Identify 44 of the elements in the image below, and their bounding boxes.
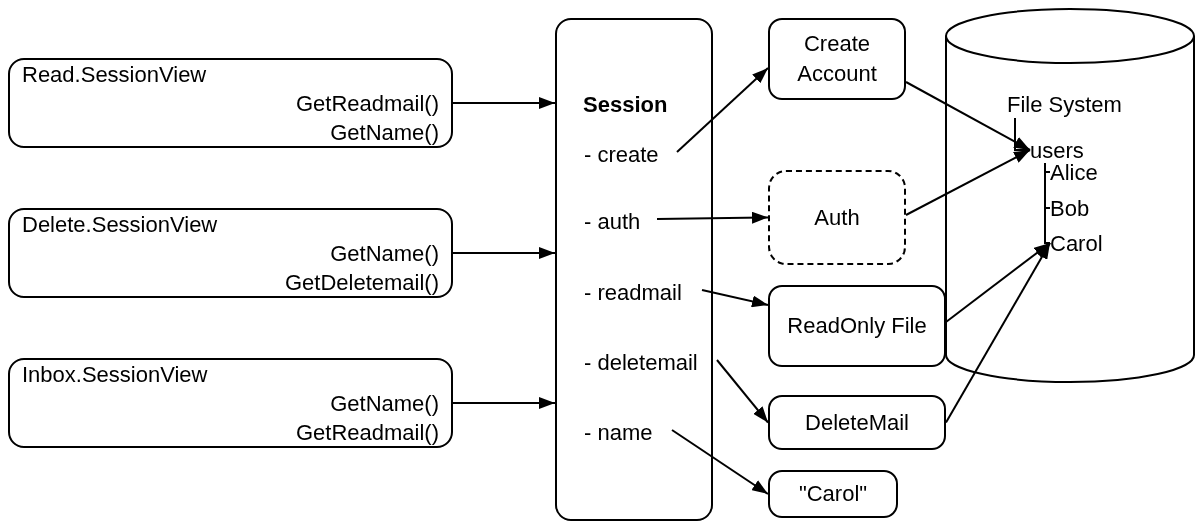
arrow (905, 149, 1031, 216)
method-label: GetReadmail() (295, 418, 439, 447)
capability-box (768, 395, 946, 450)
arrow (701, 289, 769, 308)
user-label: Bob (1050, 195, 1100, 221)
method-label: GetName() (330, 118, 439, 147)
arrow (452, 397, 556, 409)
method-label: GetName() (330, 239, 439, 268)
view-title: Delete.SessionView (22, 210, 218, 239)
capability-box (768, 170, 906, 265)
view-title: Read.SessionView (22, 60, 207, 89)
session-view-box (8, 58, 453, 148)
field-label: - readmail (584, 278, 704, 306)
user-label: Carol (1050, 230, 1114, 256)
method-label: GetName() (330, 389, 439, 418)
arrow (716, 359, 769, 424)
session-title: Session (583, 91, 668, 119)
arrow (945, 242, 1051, 424)
capability-box (768, 285, 946, 367)
session-view-box (8, 358, 453, 448)
box-label: DeleteMail (805, 408, 909, 437)
file-system-title: File System (1007, 91, 1122, 119)
box-label: ReadOnly File (787, 312, 927, 340)
arrow (671, 429, 769, 495)
session-view-box (8, 208, 453, 298)
arrow (452, 247, 556, 259)
box-label: Create Account (796, 30, 878, 88)
method-label: GetDeletemail() (284, 268, 439, 297)
field-label: - auth (584, 207, 659, 235)
view-title: Inbox.SessionView (22, 360, 208, 389)
box-label: Auth (814, 203, 860, 232)
method-label: GetReadmail() (295, 89, 439, 118)
session-box (555, 18, 713, 521)
arrow (656, 211, 769, 224)
arrow (905, 81, 1031, 151)
field-label: - create (584, 140, 679, 168)
arrow (676, 67, 769, 153)
box-label: "Carol" (798, 480, 868, 508)
arrow (945, 242, 1051, 323)
arrow (452, 97, 556, 109)
field-label: - deletemail (584, 348, 719, 376)
capability-box (768, 18, 906, 100)
value-box (768, 470, 898, 518)
field-label: - name (584, 418, 674, 446)
